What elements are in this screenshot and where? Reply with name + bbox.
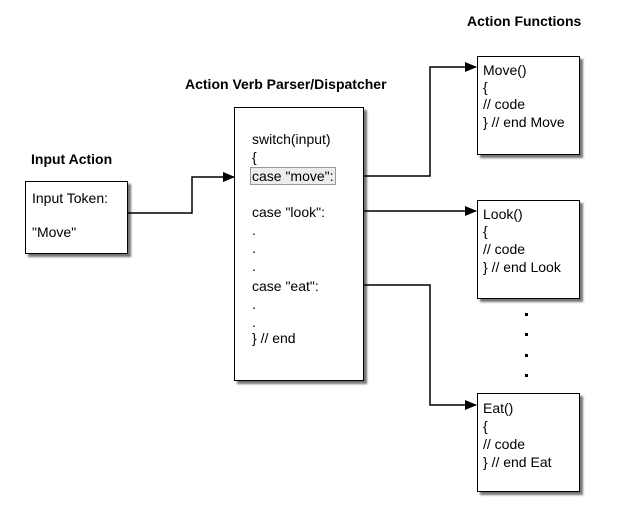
dot-eat-1: . <box>252 296 256 312</box>
eat-function-name: Eat() <box>483 400 514 416</box>
dot-look-2: . <box>252 240 256 256</box>
input-token-box: Input Token: "Move" <box>25 181 128 254</box>
move-function-open: { <box>483 79 488 95</box>
dot-look-3: . <box>252 258 256 274</box>
move-function-name: Move() <box>483 62 527 78</box>
case-look: case "look": <box>252 204 325 220</box>
dispatcher-box: switch(input) { case "move": case "look"… <box>234 107 364 381</box>
ellipsis-dot <box>525 354 528 357</box>
eat-function-open: { <box>483 418 488 434</box>
ellipsis-dot <box>525 374 528 377</box>
move-function-box: Move() { // code } // end Move <box>477 56 580 155</box>
look-function-open: { <box>483 223 488 239</box>
ellipsis-dot <box>525 313 528 316</box>
input-token-label: Input Token: <box>32 190 109 206</box>
parser-heading: Action Verb Parser/Dispatcher <box>185 76 387 92</box>
arrow-move-to-move-function <box>348 62 477 177</box>
eat-function-body: // code <box>483 436 526 452</box>
switch-end-line: } // end <box>252 330 296 346</box>
action-functions-heading: Action Functions <box>467 13 582 29</box>
dot-eat-2: . <box>252 314 256 330</box>
ellipsis-dot <box>525 333 528 336</box>
arrow-input-to-dispatcher <box>128 172 235 214</box>
eat-function-box: Eat() { // code } // end Eat <box>477 393 580 492</box>
case-eat: case "eat": <box>252 278 319 294</box>
input-token-value: "Move" <box>32 224 77 240</box>
look-function-end: } // end Look <box>483 259 561 275</box>
look-function-body: // code <box>483 241 526 257</box>
case-move: case "move": <box>250 167 336 185</box>
case-move-highlight: case "move": <box>250 167 336 185</box>
look-function-name: Look() <box>483 206 523 222</box>
arrow-eat-to-eat-function <box>330 284 477 410</box>
dot-look-1: . <box>252 222 256 238</box>
look-function-box: Look() { // code } // end Look <box>477 200 580 299</box>
eat-function-end: } // end Eat <box>483 454 552 470</box>
input-action-heading: Input Action <box>31 151 113 167</box>
move-function-body: // code <box>483 96 526 112</box>
move-function-end: } // end Move <box>483 114 565 130</box>
switch-line: switch(input) <box>252 131 331 147</box>
switch-open-brace: { <box>252 149 257 165</box>
